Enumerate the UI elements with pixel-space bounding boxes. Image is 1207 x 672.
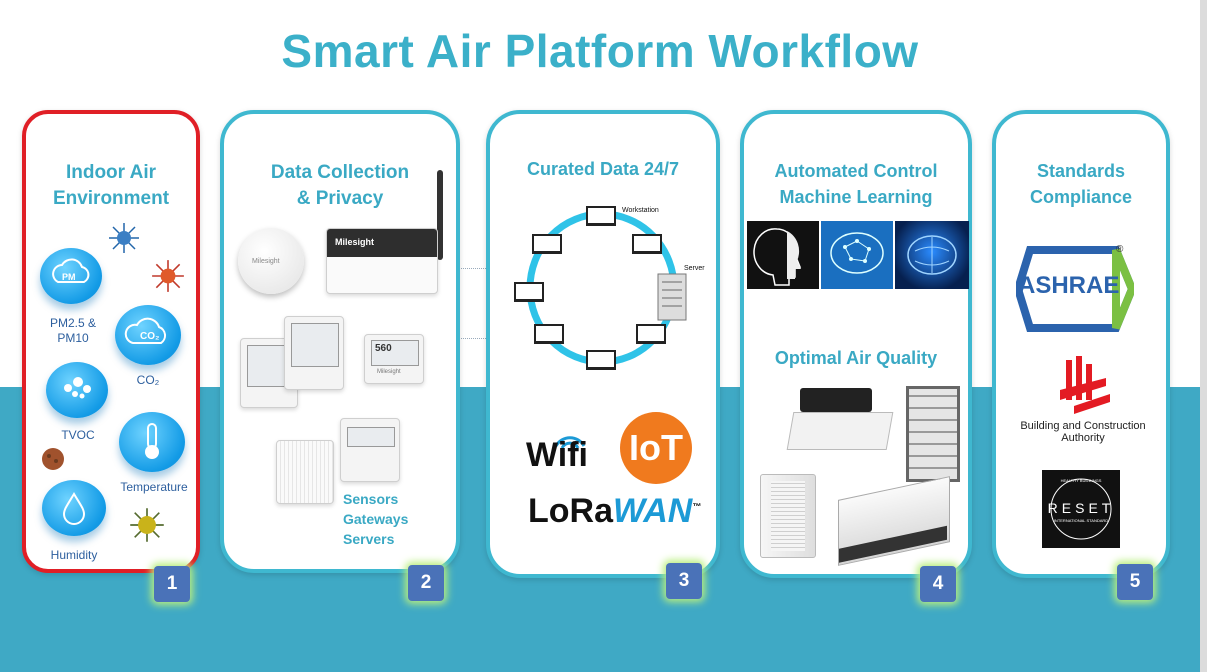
workstation-label: Workstation bbox=[622, 207, 659, 214]
step-title-line1: Automated Control bbox=[774, 161, 938, 181]
device-list: Sensors Gateways Servers bbox=[343, 491, 409, 547]
step-number-badge: 2 bbox=[408, 565, 444, 601]
reset-logo: HEALTHY BUILDINGS RESET INTERNATIONAL ST… bbox=[1042, 470, 1120, 548]
step-title-line2: Machine Learning bbox=[779, 187, 933, 207]
page-title: Smart Air Platform Workflow bbox=[281, 25, 919, 77]
wifi-logo-icon bbox=[554, 436, 586, 449]
step-number-badge: 5 bbox=[1117, 564, 1153, 600]
digital-brain-image bbox=[895, 221, 969, 289]
step-subtitle: Optimal Air Quality bbox=[774, 348, 938, 368]
humidity-label: Humidity bbox=[50, 548, 98, 562]
ashrae-logo bbox=[1016, 246, 1134, 332]
lorawan-logo: LoRaWAN™ bbox=[528, 492, 702, 530]
display-sensor-image bbox=[284, 316, 344, 390]
step-title-line1: Curated Data 24/7 bbox=[526, 159, 680, 179]
cassette-ac-image bbox=[786, 388, 894, 456]
virus-icon bbox=[130, 508, 164, 542]
network-ring-diagram bbox=[514, 206, 687, 370]
step-title-line1: Indoor Air bbox=[65, 162, 157, 183]
step-title-line2: & Privacy bbox=[296, 188, 384, 209]
ai-head-image bbox=[747, 221, 819, 289]
bca-logo-text: Building and Construction Authority bbox=[1020, 420, 1146, 444]
wifi-logo-text: Wifi bbox=[526, 436, 589, 474]
step-title-line1: Standards bbox=[1036, 161, 1126, 181]
humidity-bubble-icon bbox=[42, 480, 106, 536]
gateway-image: Milesight bbox=[326, 228, 438, 294]
server-label: Server bbox=[684, 265, 705, 272]
antenna-image bbox=[437, 170, 443, 260]
virus-icon bbox=[152, 260, 184, 292]
right-edge bbox=[1200, 0, 1207, 672]
step-title-line1: Data Collection bbox=[270, 162, 410, 183]
iot-logo-icon: IoT bbox=[620, 412, 692, 484]
pm-label: PM2.5 &PM10 bbox=[49, 316, 97, 345]
wall-sensor-image bbox=[276, 440, 334, 504]
tvoc-label: TVOC bbox=[61, 428, 95, 442]
ashrae-logo-text: ASHRAE bbox=[1018, 272, 1120, 299]
temperature-bubble-icon bbox=[119, 412, 185, 472]
connector-dots bbox=[440, 338, 500, 339]
bca-logo-icon bbox=[1060, 356, 1110, 414]
tvoc-bubble-icon bbox=[46, 362, 108, 418]
connector-dots bbox=[440, 268, 500, 269]
step-number-badge: 4 bbox=[920, 566, 956, 602]
step-card-curated-data[interactable]: Curated Data 24/7 bbox=[486, 110, 720, 578]
round-sensor-image: Milesight bbox=[238, 228, 304, 294]
step-title-line2: Compliance bbox=[1029, 187, 1133, 207]
step-number-badge: 1 bbox=[154, 566, 190, 602]
co2-label: CO₂ bbox=[136, 373, 160, 387]
step-title-line2: Environment bbox=[52, 188, 170, 209]
virus-icon bbox=[109, 223, 139, 253]
ashrae-registered-mark: ® bbox=[1116, 244, 1124, 255]
virus-icon bbox=[42, 448, 64, 470]
display-sensor-image: 560 Milesight bbox=[364, 334, 424, 384]
step-number-badge: 3 bbox=[666, 563, 702, 599]
air-filter-image bbox=[906, 386, 960, 482]
co2-bubble-icon: CO₂ bbox=[115, 305, 181, 365]
pm-bubble-icon: PM bbox=[40, 248, 102, 304]
temperature-label: Temperature bbox=[120, 480, 188, 494]
wall-display-image bbox=[340, 418, 400, 482]
air-purifier-image bbox=[760, 474, 816, 558]
brain-network-image bbox=[821, 221, 893, 289]
